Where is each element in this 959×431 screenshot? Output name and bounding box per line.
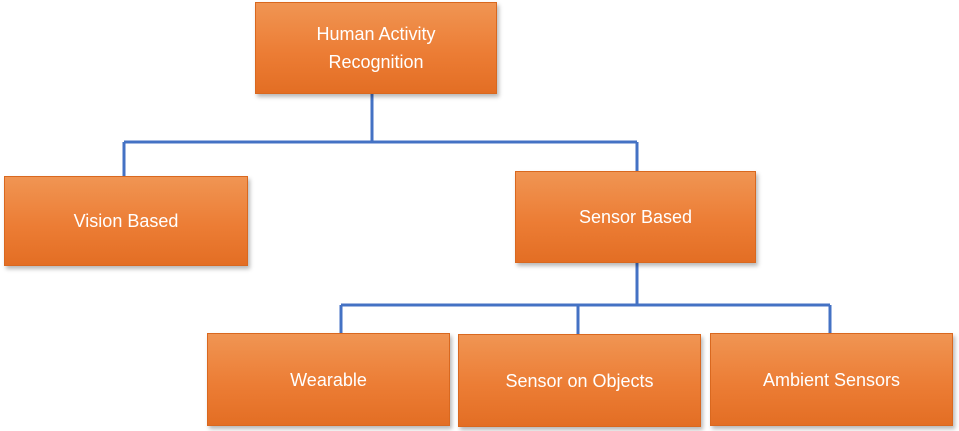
node-label: Ambient Sensors bbox=[762, 369, 901, 390]
node-label: Vision Based bbox=[73, 211, 179, 231]
node-ambient-sensors: Ambient Sensors bbox=[710, 333, 953, 426]
node-label: Sensor on Objects bbox=[505, 370, 654, 391]
node-sensor-on-objects: Sensor on Objects bbox=[458, 334, 701, 427]
node-human-activity-recognition: Human Activity Recognition bbox=[255, 2, 497, 94]
node-vision-based: Vision Based bbox=[4, 176, 248, 266]
node-label: Wearable bbox=[290, 369, 367, 390]
node-label: Sensor Based bbox=[578, 207, 693, 227]
node-wearable: Wearable bbox=[207, 333, 450, 426]
node-sensor-based: Sensor Based bbox=[515, 171, 756, 263]
node-label: Human Activity Recognition bbox=[316, 24, 436, 72]
